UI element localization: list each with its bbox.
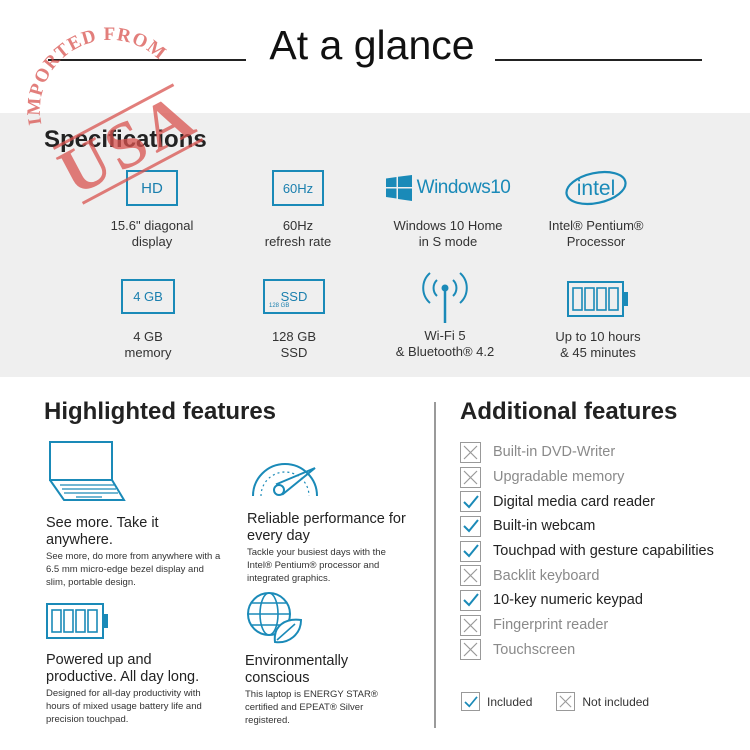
spec-wireless: Wi-Fi 5 & Bluetooth® 4.2 bbox=[360, 268, 530, 360]
feature-portable-head: See more. Take it anywhere. bbox=[46, 515, 159, 548]
feature-label: Digital media card reader bbox=[493, 493, 655, 510]
ssd-icon-subtext: 128 GB bbox=[269, 303, 290, 309]
spec-label-memory: 4 GB memory bbox=[124, 329, 172, 360]
additional-features-list: Built-in DVD-Writer Upgradable memory Di… bbox=[460, 440, 750, 662]
feature-performance-body: Tackle your busiest days with the Intel®… bbox=[247, 547, 386, 584]
laptop-icon bbox=[49, 441, 126, 501]
feature-label: Upgradable memory bbox=[493, 469, 625, 486]
title-rule-left bbox=[48, 59, 246, 61]
spec-battery: Up to 10 hours & 45 minutes bbox=[513, 281, 683, 361]
feature-performance: Reliable performance for every day Tackl… bbox=[247, 450, 412, 585]
refresh-rate-icon: 60Hz bbox=[272, 170, 324, 206]
list-item: 10-key numeric keypad bbox=[460, 588, 750, 613]
intel-swoosh-icon: intel bbox=[565, 170, 627, 205]
list-item: Touchscreen bbox=[460, 638, 750, 663]
list-item: Touchpad with gesture capabilities bbox=[460, 539, 750, 564]
x-box-icon bbox=[460, 466, 481, 488]
spec-label-storage: 128 GB SSD bbox=[271, 329, 317, 360]
x-box-icon bbox=[460, 614, 481, 636]
spec-label-refresh: 60Hz refresh rate bbox=[264, 218, 332, 249]
x-box-icon bbox=[556, 692, 576, 711]
column-divider bbox=[434, 402, 436, 728]
list-item: Built-in webcam bbox=[460, 514, 750, 539]
feature-eco-body: This laptop is ENERGY STAR® certified an… bbox=[245, 689, 378, 726]
windows-logo-icon: Windows10 bbox=[363, 170, 533, 206]
spec-storage: SSD 128 GB 128 GB SSD bbox=[209, 279, 379, 361]
highlighted-features-heading: Highlighted features bbox=[44, 398, 277, 425]
feature-label: Backlit keyboard bbox=[493, 567, 600, 584]
title-row: At a glance bbox=[0, 20, 750, 75]
specifications-section: Specifications HD 15.6" diagonal display… bbox=[0, 113, 750, 377]
battery-icon bbox=[567, 281, 628, 317]
refresh-icon-text: 60Hz bbox=[282, 180, 314, 196]
feature-battery: Powered up and productive. All day long.… bbox=[46, 602, 216, 726]
speedometer-icon bbox=[252, 463, 318, 497]
additional-features-heading: Additional features bbox=[460, 398, 678, 425]
check-box-icon bbox=[460, 589, 481, 611]
check-box-icon bbox=[460, 491, 481, 513]
feature-portable-body: See more, do more from anywhere with a 6… bbox=[46, 551, 221, 588]
spec-processor: intel Intel® Pentium® Processor bbox=[511, 167, 681, 250]
hd-icon-text: HD bbox=[141, 179, 163, 197]
battery-icon bbox=[46, 603, 108, 639]
globe-leaf-icon bbox=[247, 592, 303, 644]
wifi-antenna-icon bbox=[422, 272, 468, 323]
windows-flag-icon bbox=[385, 175, 412, 201]
x-box-icon bbox=[460, 639, 481, 661]
check-box-icon bbox=[461, 692, 480, 711]
windows-logo-text: Windows10 bbox=[416, 177, 511, 198]
feature-eco-head: Environmentally conscious bbox=[245, 653, 349, 686]
legend-included-label: Included bbox=[487, 694, 533, 709]
feature-label: Touchpad with gesture capabilities bbox=[493, 543, 714, 560]
spec-label-battery: Up to 10 hours & 45 minutes bbox=[555, 329, 641, 360]
intel-logo-text: intel bbox=[577, 177, 616, 200]
legend: Included Not included bbox=[461, 692, 673, 711]
hd-display-icon: HD bbox=[126, 170, 178, 206]
x-box-icon bbox=[460, 565, 481, 587]
feature-label: Built-in DVD-Writer bbox=[493, 444, 616, 461]
ssd-icon-text: SSD bbox=[280, 288, 308, 304]
list-item: Backlit keyboard bbox=[460, 563, 750, 588]
spec-label-wireless: Wi-Fi 5 & Bluetooth® 4.2 bbox=[395, 328, 495, 359]
feature-battery-body: Designed for all-day productivity with h… bbox=[46, 688, 202, 725]
feature-label: Fingerprint reader bbox=[493, 617, 609, 634]
spec-display: HD 15.6" diagonal display bbox=[67, 170, 237, 250]
check-box-icon bbox=[460, 515, 481, 537]
list-item: Fingerprint reader bbox=[460, 613, 750, 638]
spec-refresh-rate: 60Hz 60Hz refresh rate bbox=[213, 170, 383, 250]
feature-label: Touchscreen bbox=[493, 641, 576, 658]
spec-os: Windows10 Windows 10 Home in S mode bbox=[363, 170, 533, 250]
page-title: At a glance bbox=[269, 22, 475, 68]
list-item: Built-in DVD-Writer bbox=[460, 440, 750, 465]
spec-label-display: 15.6" diagonal display bbox=[110, 218, 194, 249]
title-rule-right bbox=[495, 59, 702, 61]
feature-eco: Environmentally conscious This laptop is… bbox=[245, 590, 405, 727]
spec-label-os: Windows 10 Home in S mode bbox=[393, 218, 503, 249]
ssd-icon: SSD 128 GB bbox=[263, 279, 325, 314]
list-item: Upgradable memory bbox=[460, 465, 750, 490]
feature-portable: See more. Take it anywhere. See more, do… bbox=[46, 440, 226, 589]
list-item: Digital media card reader bbox=[460, 489, 750, 514]
memory-icon-text: 4 GB bbox=[133, 289, 163, 304]
intel-logo-icon: intel bbox=[511, 167, 681, 206]
spec-memory: 4 GB 4 GB memory bbox=[63, 279, 233, 361]
check-box-icon bbox=[460, 540, 481, 562]
memory-icon: 4 GB bbox=[121, 279, 175, 314]
imported-from-usa-stamp: IMPORTED FROM USA bbox=[0, 0, 209, 210]
feature-battery-head: Powered up and productive. All day long. bbox=[46, 652, 200, 685]
spec-label-processor: Intel® Pentium® Processor bbox=[548, 218, 644, 249]
stamp-main-text: USA bbox=[47, 78, 208, 210]
feature-label: Built-in webcam bbox=[493, 518, 596, 535]
legend-not-included-label: Not included bbox=[582, 694, 650, 709]
feature-label: 10-key numeric keypad bbox=[493, 592, 643, 609]
x-box-icon bbox=[460, 441, 481, 463]
feature-performance-head: Reliable performance for every day bbox=[247, 511, 406, 544]
